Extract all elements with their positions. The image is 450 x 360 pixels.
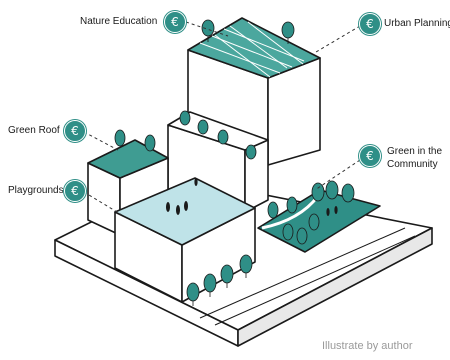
euro-icon: €	[359, 13, 381, 35]
person-figure	[176, 205, 180, 215]
tree	[282, 223, 294, 241]
euro-icon: €	[64, 120, 86, 142]
person-figure	[334, 206, 338, 214]
tree	[311, 182, 325, 202]
label-green-community-line2: Community	[387, 159, 438, 170]
leader-line	[315, 25, 361, 53]
person-figure	[194, 178, 198, 186]
tree	[286, 196, 298, 214]
tree	[308, 213, 320, 231]
euro-icon: €	[64, 180, 86, 202]
road-line	[214, 235, 416, 326]
label-nature-education: Nature Education	[80, 16, 158, 27]
park-path	[261, 195, 320, 230]
tree	[220, 264, 234, 284]
person-figure	[184, 201, 188, 211]
ground-slab-side	[237, 227, 433, 347]
label-green-community-line1: Green in the	[387, 146, 443, 157]
tower-roof-garden	[187, 17, 321, 79]
tree	[341, 183, 355, 203]
tree	[114, 129, 126, 147]
tree	[325, 180, 339, 200]
tree	[217, 129, 229, 145]
tree	[245, 144, 257, 160]
playground-roof	[114, 177, 256, 246]
tree	[186, 282, 200, 302]
tree	[203, 273, 217, 293]
tree	[267, 201, 279, 219]
tree	[296, 227, 308, 245]
euro-icon: €	[164, 11, 186, 33]
leader-line	[185, 21, 229, 37]
tree	[144, 134, 156, 152]
image-credit: Illustrate by author	[322, 340, 413, 352]
label-urban-planning: Urban Planning	[384, 18, 450, 29]
road-line	[199, 227, 406, 319]
leader-line	[83, 191, 123, 216]
tree	[239, 254, 253, 274]
leader-line	[83, 131, 119, 151]
label-playgrounds: Playgrounds	[8, 185, 64, 196]
person-figure	[166, 202, 170, 212]
tree	[197, 119, 209, 135]
person-figure	[326, 208, 330, 216]
euro-icon: €	[359, 145, 381, 167]
label-green-roof: Green Roof	[8, 125, 60, 136]
tree	[281, 21, 295, 39]
tree	[179, 110, 191, 126]
